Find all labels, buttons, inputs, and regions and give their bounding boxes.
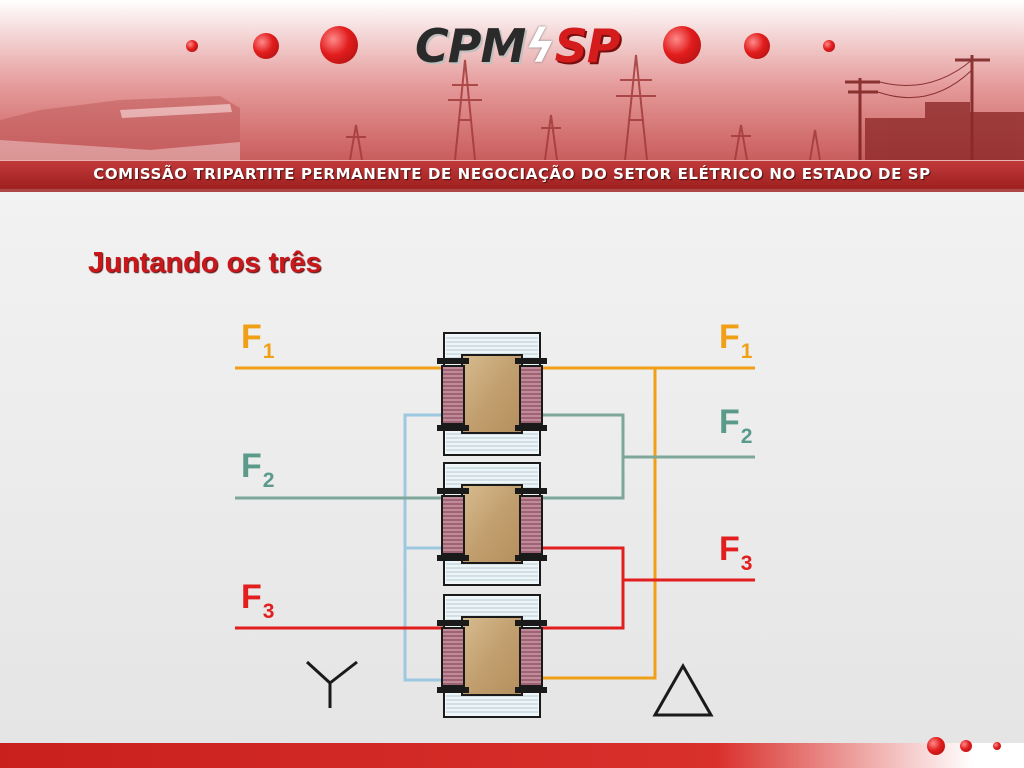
banner-shadow: [0, 188, 1024, 192]
decor-dot: [663, 26, 701, 64]
decor-dot: [960, 740, 972, 752]
phase-letter: F: [241, 318, 262, 356]
phase-letter: F: [719, 403, 740, 441]
label-left-f1: F1: [241, 318, 274, 363]
delta-orange: [540, 366, 657, 680]
decor-dot: [927, 737, 945, 755]
decor-dot: [744, 33, 770, 59]
wye-symbol: [305, 660, 358, 708]
wye-phase-wiring: [235, 366, 448, 630]
phase-index: 3: [262, 600, 275, 623]
cpmsp-logo: CPMϟSP: [415, 19, 621, 73]
utility-poles: [845, 55, 990, 160]
phase-index: 1: [262, 340, 275, 363]
wye-neutral-wiring: [403, 413, 448, 682]
delta-red: [540, 546, 625, 630]
phase-index: 2: [262, 469, 275, 492]
delta-wiring: [540, 366, 755, 680]
footer-bar: [0, 743, 1024, 768]
phase-letter: F: [719, 530, 740, 568]
phase-index: 3: [740, 552, 753, 575]
slide-title: Juntando os três: [88, 247, 322, 279]
decor-dot: [186, 40, 198, 52]
dam-illustration: [0, 96, 240, 160]
logo-text-right: SP: [554, 19, 621, 73]
label-left-f3: F3: [241, 578, 274, 623]
phase-letter: F: [719, 318, 740, 356]
label-left-f2: F2: [241, 447, 274, 492]
label-right-f3: F3: [719, 530, 752, 575]
label-right-f2: F2: [719, 403, 752, 448]
decor-dot: [993, 742, 1001, 750]
transformer-3: [437, 594, 547, 718]
phase-index: 2: [740, 425, 753, 448]
phase-index: 1: [740, 340, 753, 363]
phase-letter: F: [241, 447, 262, 485]
delta-green: [540, 413, 625, 500]
buildings: [865, 102, 1024, 160]
label-right-f1: F1: [719, 318, 752, 363]
decor-dot: [253, 33, 279, 59]
decor-dot: [823, 40, 835, 52]
transmission-towers: [346, 54, 821, 161]
phase-letter: F: [241, 578, 262, 616]
logo-bolt: ϟ: [525, 19, 555, 73]
transformer-1: [437, 332, 547, 456]
decor-dot: [320, 26, 358, 64]
delta-symbol: [652, 662, 714, 717]
logo-text-left: CPM: [415, 19, 526, 73]
header-banner: CPMϟSP COMISSÃO TRIPARTITE PERMANENTE DE…: [0, 0, 1024, 192]
banner-caption: COMISSÃO TRIPARTITE PERMANENTE DE NEGOCI…: [93, 165, 931, 183]
banner-strip: [0, 160, 1024, 189]
banner-artwork: [0, 54, 1024, 161]
transformer-2: [437, 462, 547, 586]
